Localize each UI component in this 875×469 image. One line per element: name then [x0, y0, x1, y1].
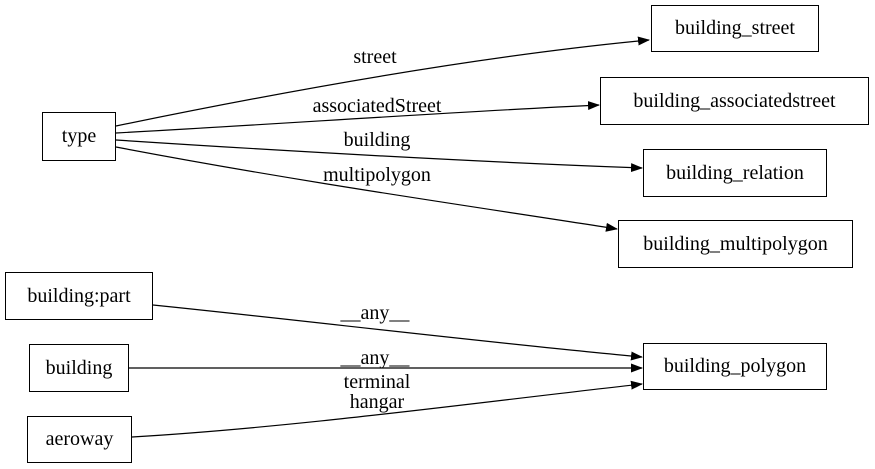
node-building-part: building:part	[5, 272, 153, 320]
node-building-multipolygon: building_multipolygon	[618, 220, 853, 268]
node-building-associatedstreet: building_associatedstreet	[600, 77, 869, 125]
edge-type-building_multipolygon	[115, 146, 618, 232]
edge-label-associatedstreet: associatedStreet	[312, 95, 442, 117]
edge-label-multipolygon: multipolygon	[323, 164, 431, 186]
edge-label-any-building: __any__	[340, 347, 410, 369]
node-building-street: building_street	[651, 5, 819, 52]
edge-label-terminal-hangar: terminal hangar	[343, 371, 411, 413]
edge-type-building_relation	[115, 139, 643, 173]
node-building-polygon: building_polygon	[643, 343, 827, 390]
node-building: building	[29, 344, 129, 392]
edge-label-building: building	[343, 129, 411, 151]
edge-label-street: street	[353, 46, 397, 68]
edge-type-building_street	[115, 36, 650, 127]
edge-aeroway-building_polygon	[131, 380, 643, 438]
node-aeroway: aeroway	[27, 416, 132, 463]
edge-label-any-building-part: __any__	[340, 302, 410, 324]
edge-building_part-building_polygon	[152, 304, 643, 361]
node-type: type	[42, 112, 116, 161]
edge-type-building_associatedstreet	[115, 101, 600, 134]
node-building-relation: building_relation	[643, 149, 827, 197]
